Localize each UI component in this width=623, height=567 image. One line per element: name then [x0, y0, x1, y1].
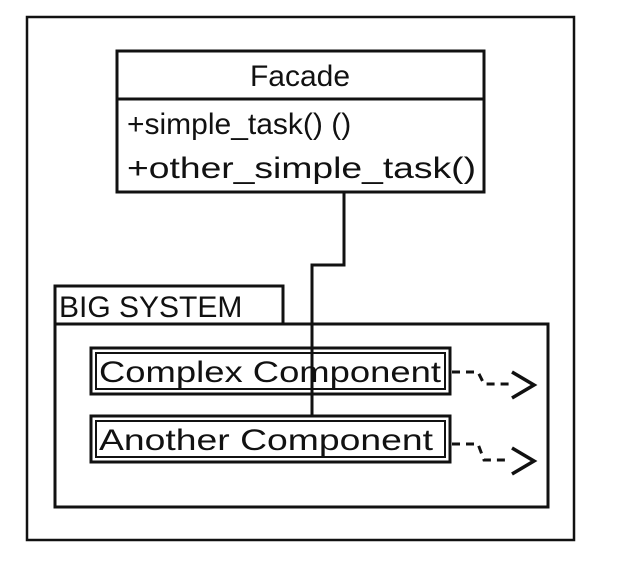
facade-class-title: Facade: [250, 60, 350, 93]
component-complex: Complex Component: [89, 346, 452, 396]
facade-method: +other_simple_task(): [127, 152, 476, 185]
big-system-package: BIG SYSTEM: [53, 284, 550, 509]
facade-method: +simple_task() (): [127, 108, 351, 141]
component-label: Complex Component: [99, 356, 442, 389]
package-tab: [53, 284, 285, 326]
dependency-arrow-head: [511, 446, 538, 476]
dependency-arrow-head: [511, 370, 538, 400]
component-box: [89, 414, 452, 464]
dependency-arrow: [452, 442, 538, 476]
facade-class-box: [115, 49, 486, 194]
facade-connector-line: [310, 192, 346, 416]
dependency-arrow: [452, 370, 538, 400]
component-label: Another Component: [99, 424, 434, 457]
outer-frame: [25, 15, 576, 542]
component-inner-border: [95, 352, 446, 390]
component-another: Another Component: [89, 414, 452, 464]
package-label: BIG SYSTEM: [59, 291, 242, 324]
component-box: [89, 346, 452, 396]
component-inner-border: [95, 420, 446, 458]
dependency-arrow-line: [452, 370, 510, 386]
facade-class: Facade +simple_task() () +other_simple_t…: [115, 49, 486, 194]
package-body: [53, 322, 550, 509]
dependency-arrow-line: [452, 442, 510, 462]
